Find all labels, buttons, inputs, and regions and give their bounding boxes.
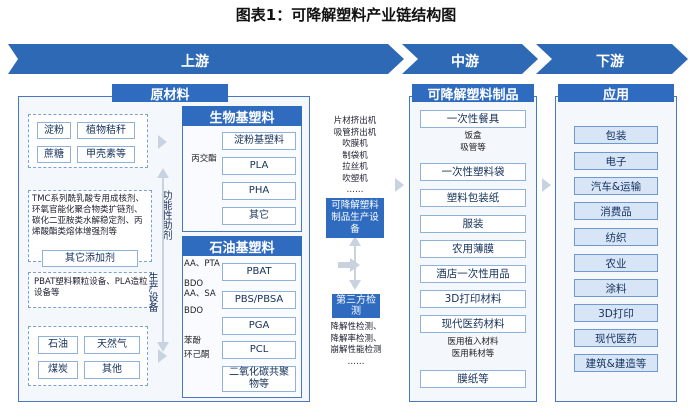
test-list-item: 降解率检测、: [330, 333, 382, 344]
test-box: 第三方检测: [332, 294, 380, 318]
products-header: 可降解塑料制品: [412, 84, 534, 103]
bio-item: 其它: [222, 207, 296, 225]
bio-item: 淀粉基塑料: [222, 132, 296, 150]
raw-item: 植物秸秆: [77, 122, 135, 139]
product-item: 现代医药材料: [420, 315, 526, 333]
petro-label: AA、PTA: [184, 259, 220, 269]
page-title: 图表1：可降解塑料产业链结构图: [235, 6, 457, 24]
equipment-box: 可降解塑料制品生产设备: [326, 198, 384, 238]
product-note: 吸管等: [460, 143, 486, 153]
equipment-list-item: 制袋机: [342, 150, 368, 161]
product-note: 医用耗材等: [451, 349, 495, 359]
bio-label: 丙交酯: [191, 154, 217, 164]
product-item: 服装: [420, 215, 526, 233]
equipment-list-item: 吹塑机: [342, 173, 368, 184]
arrow-vertical-icon: [157, 168, 169, 352]
petro-header: 石油基塑料: [182, 236, 302, 256]
stage-midstream: 中游: [451, 54, 479, 70]
application-item: 纺织: [574, 228, 658, 246]
equipment-list: 片材挤出机 吸管挤出机 吹膜机 制袋机 拉丝机 吹塑机 ……: [328, 116, 382, 197]
test-list-item: 崩解性能检测: [330, 345, 382, 355]
raw-item: 甲壳素等: [77, 146, 135, 163]
raw-material-header: 原材料: [112, 84, 228, 103]
petro-label: BDO: [184, 279, 204, 289]
application-item: 农业: [574, 254, 658, 272]
midstream-chevron: [402, 44, 538, 74]
test-list: 降解性检测、 降解率检测、 崩解性能检测 ……: [324, 322, 388, 368]
application-item: 涂料: [574, 279, 658, 297]
equipment-list-item: 片材挤出机: [333, 116, 377, 126]
application-item: 消费品: [574, 202, 658, 220]
petro-item: PCL: [222, 341, 296, 359]
stage-upstream: 上游: [181, 54, 209, 70]
application-item: 建筑&建造等: [574, 354, 658, 372]
fossil-item: 其他: [84, 361, 140, 379]
product-item: 酒店一次性用品: [420, 265, 526, 283]
additive-label: 其它添加剂: [42, 250, 138, 267]
bio-item: PHA: [222, 182, 296, 200]
petro-label: BDO: [184, 306, 204, 316]
petro-item: PBS/PBSA: [222, 291, 296, 309]
applications-panel: [555, 96, 677, 402]
raw-item: 淀粉: [37, 122, 71, 139]
bio-item: PLA: [222, 157, 296, 175]
application-item: 汽车&运输: [574, 177, 658, 195]
stage-downstream: 下游: [596, 54, 624, 70]
product-item: 农用薄膜: [420, 240, 526, 258]
application-item: 现代医药: [574, 329, 658, 347]
bio-header: 生物基塑料: [182, 106, 302, 126]
raw-item: 蔗糖: [37, 146, 71, 163]
additive-side-label: 功能性助剂: [160, 190, 171, 240]
application-item: 电子: [574, 152, 658, 170]
test-list-item: ……: [347, 356, 365, 367]
application-item: 包装: [574, 126, 658, 144]
equipment-group: [28, 272, 152, 308]
arrow-right-icon: [542, 178, 551, 192]
petro-label: 苯酚: [184, 336, 202, 346]
petro-label: 环己酮: [184, 350, 210, 360]
downstream-chevron: [536, 44, 688, 74]
stage-chevrons: [8, 44, 688, 74]
fossil-item: 煤炭: [38, 361, 78, 379]
equipment-list-item: ……: [346, 185, 364, 195]
applications-header: 应用: [558, 84, 674, 103]
equipment-list-item: 吸管挤出机: [333, 127, 377, 138]
application-item: 3D打印: [574, 304, 658, 322]
fossil-item: 天然气: [84, 336, 140, 354]
equipment-list-item: 吹膜机: [342, 139, 368, 149]
fossil-item: 石油: [38, 336, 78, 354]
petro-label: AA、SA: [184, 289, 216, 299]
arrow-right-icon: [338, 258, 360, 272]
additive-note: TMC系列酰乳酸专用成核剂、环氧官能化聚合物类扩链剂、碳化二亚胺类水解稳定剂、丙…: [32, 194, 144, 237]
equipment-side-label: 生产设备: [146, 272, 157, 312]
petro-item: PBAT: [222, 263, 296, 281]
product-item: 膜纸等: [420, 370, 526, 388]
petro-item: PGA: [222, 317, 296, 335]
petro-item: 二氧化碳共聚物等: [222, 366, 296, 392]
equipment-list-item: 拉丝机: [342, 162, 368, 172]
arrow-right-icon: [158, 135, 167, 149]
product-item: 塑料包装纸: [420, 189, 526, 207]
test-list-item: 降解性检测、: [330, 322, 382, 332]
equipment-note: PBAT塑料颗粒设备、PLA造粒设备等: [34, 277, 148, 298]
arrow-right-icon: [395, 178, 404, 192]
product-note: 医用植入材料: [447, 337, 499, 347]
product-item: 一次性塑料袋: [420, 163, 526, 181]
upstream-chevron: [8, 44, 404, 74]
product-note: 饭盒: [464, 131, 482, 141]
arrow-right-icon: [158, 349, 167, 363]
product-item: 3D打印材料: [420, 290, 526, 308]
product-item: 一次性餐具: [420, 110, 526, 128]
